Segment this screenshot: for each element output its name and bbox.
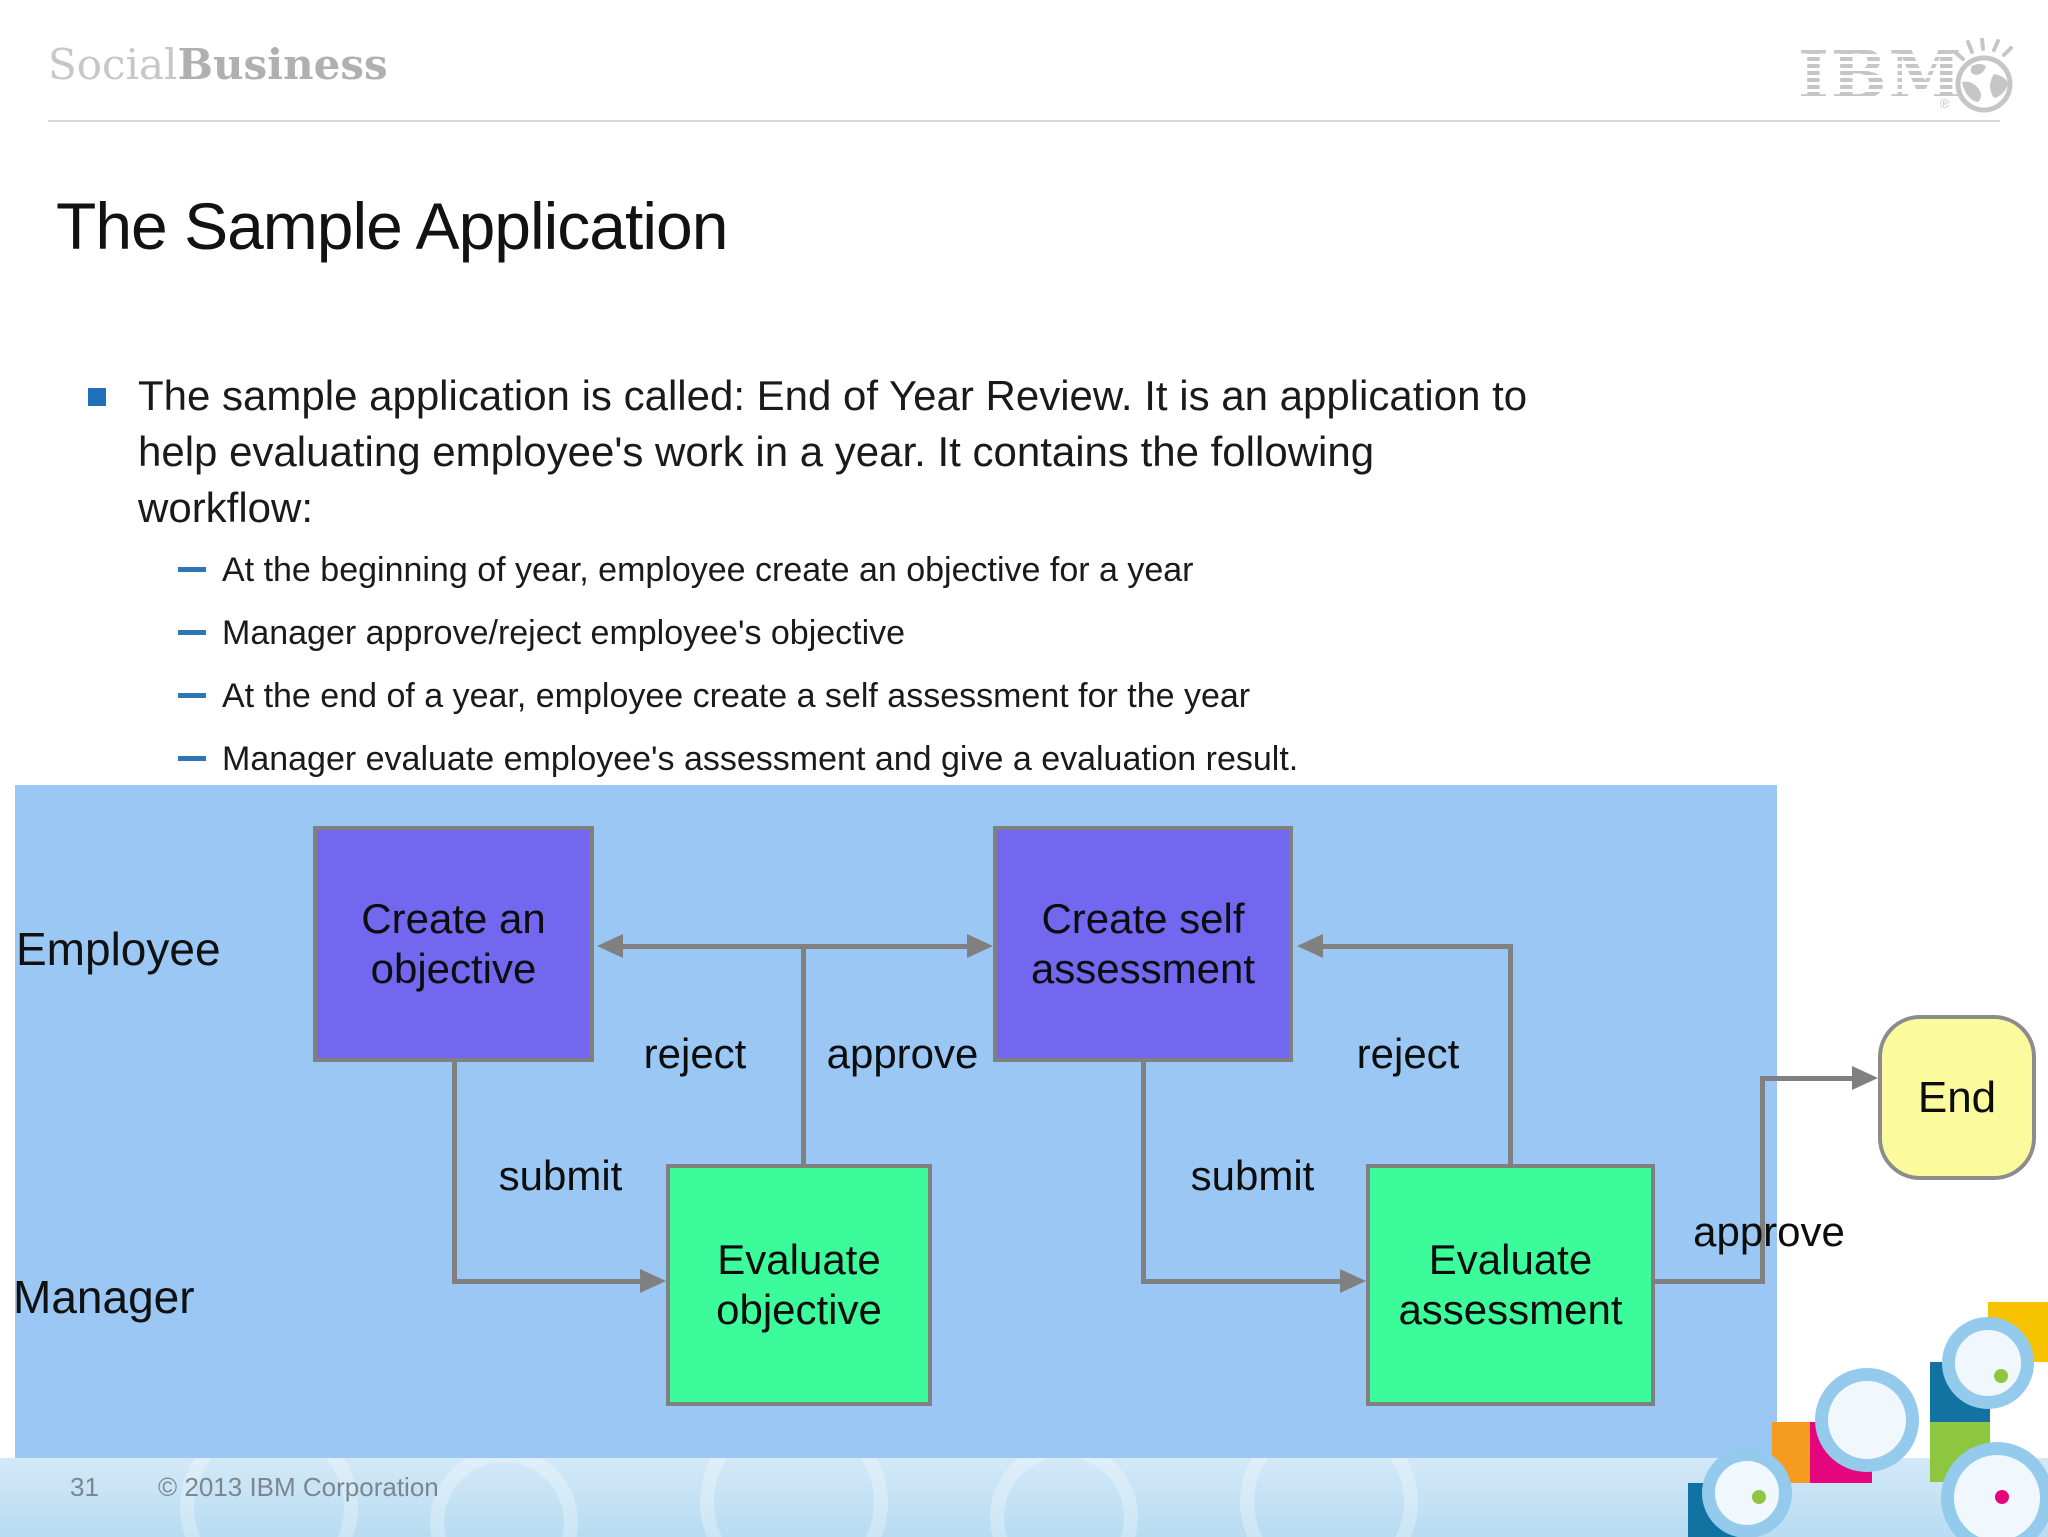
edge-label-submit-2: submit xyxy=(1190,1152,1315,1199)
bullet-text-line: The sample application is called: End of… xyxy=(138,372,1528,419)
decor-ring-bottom-left xyxy=(1702,1448,1792,1537)
sub-bullet: At the beginning of year, employee creat… xyxy=(222,551,1194,589)
arrowhead-to-evaluate-assessment xyxy=(1340,1269,1366,1293)
edge-label-reject-2: reject xyxy=(1356,1030,1460,1077)
watermark-circle xyxy=(990,1458,1138,1537)
connector-submit-2-horizontal xyxy=(1141,1279,1341,1284)
connector-submit-1-horizontal xyxy=(452,1279,642,1284)
bullet-text-line: workflow: xyxy=(138,484,314,531)
arrowhead-to-create-self-assessment xyxy=(967,934,993,958)
node-create-objective: Create an objective xyxy=(313,826,594,1062)
arrowhead-to-end xyxy=(1852,1066,1878,1090)
watermark-circle xyxy=(700,1458,888,1537)
decor-ring-bottom-right xyxy=(1941,1442,2048,1537)
connector-reject-approve-1 xyxy=(620,944,972,949)
socialbusiness-logo: SocialBusiness xyxy=(48,44,388,86)
connector-approve-2-vertical xyxy=(1760,1076,1765,1284)
bullet-text-line: help evaluating employee's work in a yea… xyxy=(138,428,1375,475)
decor-magenta-dot xyxy=(1995,1490,2009,1504)
brand-social: Social xyxy=(48,40,178,89)
connector-from-evaluate-objective xyxy=(801,944,806,1166)
edge-label-approve-1: approve xyxy=(826,1030,979,1077)
footer-band xyxy=(0,1458,2048,1537)
decor-green-dot xyxy=(1994,1369,2008,1383)
arrowhead-to-create-self-assessment-2 xyxy=(1297,934,1323,958)
lane-label-employee: Employee xyxy=(16,923,221,975)
edge-label-approve-2: approve xyxy=(1693,1208,1845,1255)
node-evaluate-assessment: Evaluate assessment xyxy=(1366,1164,1655,1406)
copyright-text: © 2013 IBM Corporation xyxy=(158,1472,439,1502)
connector-submit-2-vertical xyxy=(1141,1062,1146,1284)
watermark-circle xyxy=(1240,1458,1418,1537)
node-end: End xyxy=(1878,1015,2036,1180)
decor-ring-center xyxy=(1815,1368,1919,1472)
connector-approve-2-to-end xyxy=(1760,1076,1854,1081)
header-divider xyxy=(48,120,2000,122)
dash-marker xyxy=(178,693,206,698)
lane-label-manager: Manager xyxy=(13,1271,195,1323)
node-create-self-assessment: Create self assessment xyxy=(993,826,1293,1062)
page-title: The Sample Application xyxy=(56,189,728,263)
connector-submit-1-vertical xyxy=(452,1062,457,1284)
brand-business: Business xyxy=(177,40,388,89)
sub-bullet: Manager approve/reject employee's object… xyxy=(222,614,906,652)
decor-green-dot xyxy=(1752,1490,1766,1504)
smarter-planet-globe-icon xyxy=(1952,37,2018,119)
decor-ring-top-right xyxy=(1942,1317,2034,1409)
dash-marker xyxy=(178,567,206,572)
dash-marker xyxy=(178,630,206,635)
ibm-logo-text: IBM xyxy=(1798,36,1964,114)
edge-label-reject-1: reject xyxy=(643,1030,747,1077)
arrowhead-to-create-objective xyxy=(597,934,623,958)
connector-reject-2-horizontal xyxy=(1320,944,1513,949)
sub-bullet: Manager evaluate employee's assessment a… xyxy=(222,740,1299,778)
page-number: 31 xyxy=(70,1472,99,1502)
node-evaluate-objective: Evaluate objective xyxy=(666,1164,932,1406)
sub-bullet: At the end of a year, employee create a … xyxy=(222,677,1251,715)
watermark-circle xyxy=(430,1458,578,1537)
arrowhead-to-evaluate-objective xyxy=(640,1269,666,1293)
ibm-registered-mark: ® xyxy=(1940,96,1950,111)
edge-label-submit-1: submit xyxy=(498,1152,623,1199)
connector-reject-2-vertical xyxy=(1508,944,1513,1166)
dash-marker xyxy=(178,756,206,761)
connector-approve-2-from-box xyxy=(1655,1279,1765,1284)
bullet-marker xyxy=(88,388,106,406)
ibm-logo: IBM xyxy=(1798,42,1964,114)
